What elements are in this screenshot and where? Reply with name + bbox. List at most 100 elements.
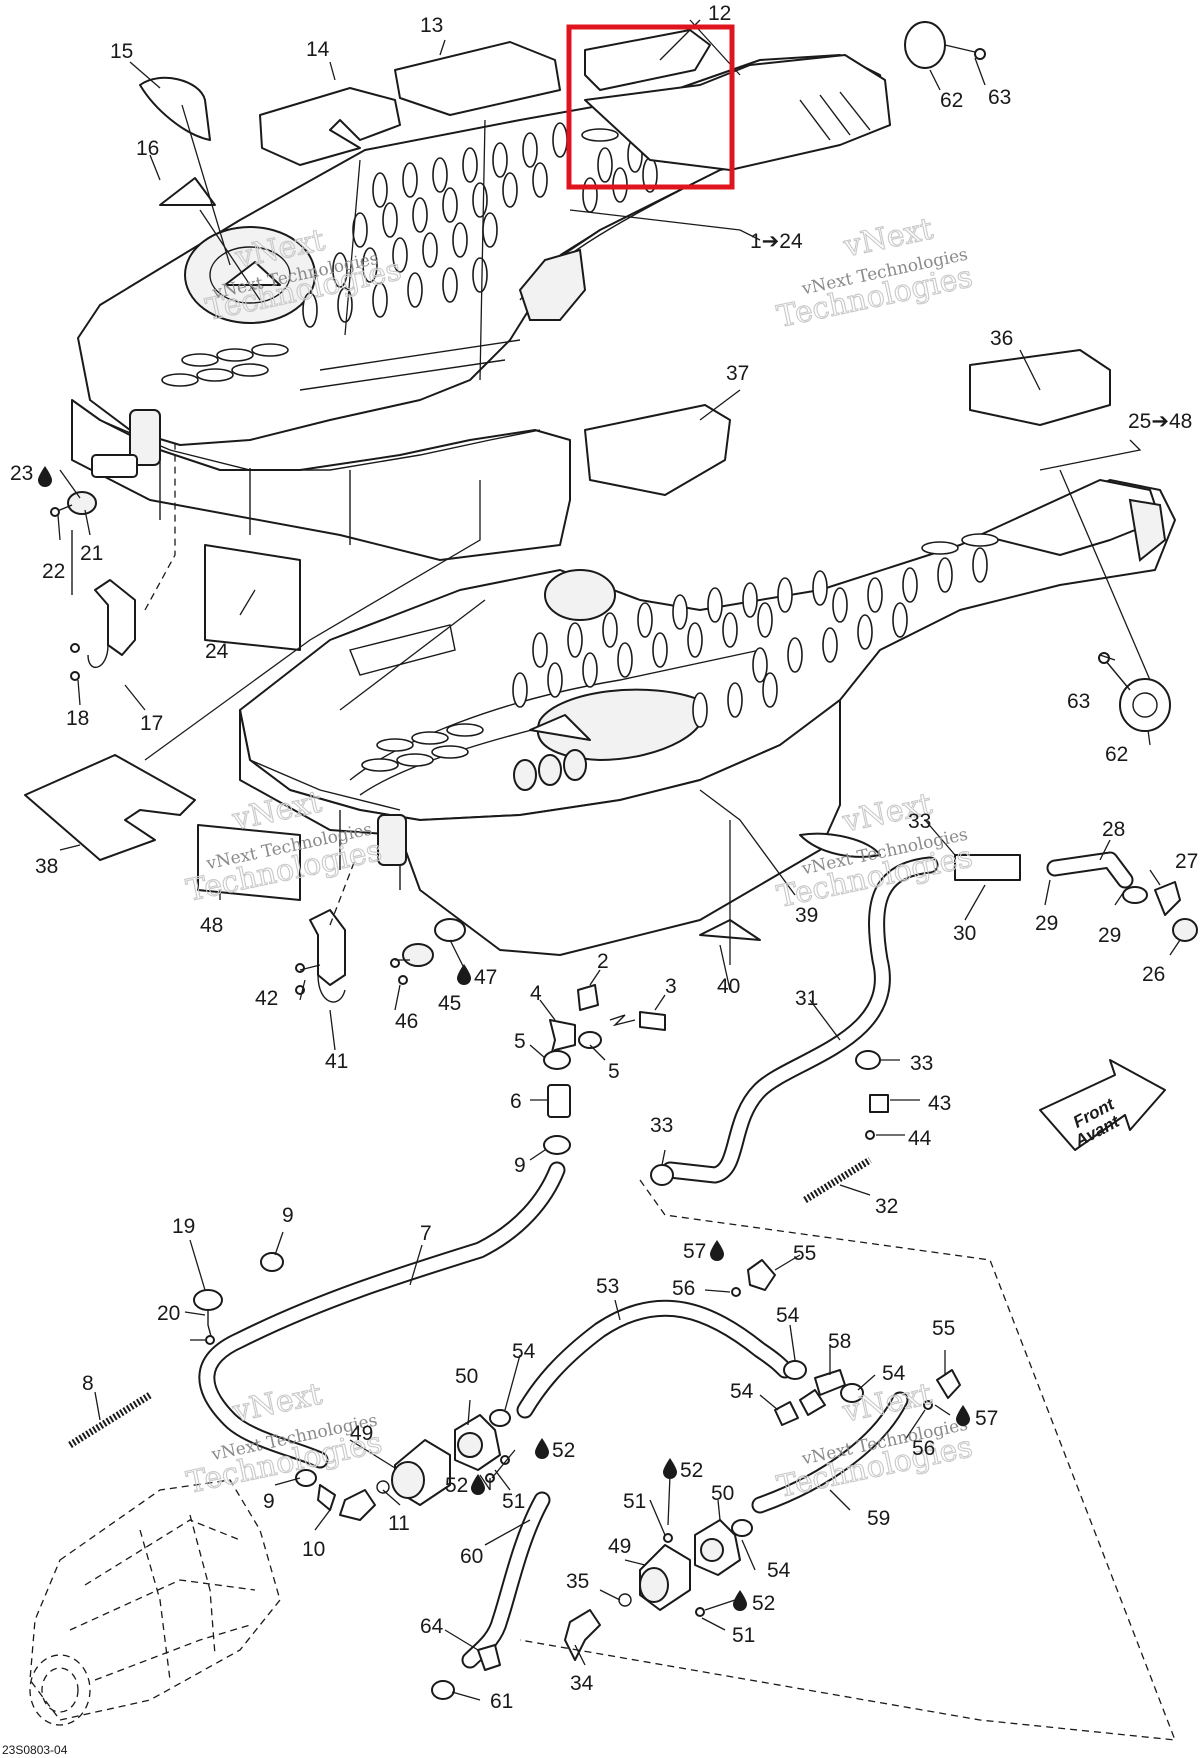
callout-48: 48 (200, 914, 223, 937)
callout-50: 50 (455, 1365, 478, 1388)
callout-35: 35 (566, 1570, 589, 1593)
callout-63-lower: 63 (1067, 690, 1090, 713)
callout-19: 19 (172, 1215, 195, 1238)
callout-45: 45 (438, 992, 461, 1015)
callout-5: 5 (514, 1030, 526, 1053)
callout-33: 33 (908, 810, 931, 833)
front-direction-arrow: Front Avant (1039, 1059, 1166, 1151)
callout-17: 17 (140, 712, 163, 735)
callout-14: 14 (306, 38, 330, 61)
figure-code: 23S0803-04 (2, 1743, 68, 1757)
callout-49-b: 49 (608, 1535, 631, 1558)
callout-9: 9 (514, 1154, 526, 1177)
leader-lines (57, 19, 1181, 1701)
watermark-text: vNext (229, 1377, 325, 1430)
callout-5-b: 5 (608, 1060, 620, 1083)
callout-55-b: 55 (932, 1317, 955, 1340)
callout-59: 59 (867, 1507, 890, 1530)
lubricant-drop-icon (535, 1438, 549, 1459)
callout-36: 36 (990, 327, 1013, 350)
callout-46: 46 (395, 1010, 418, 1033)
hose-group-boundary (519, 1179, 1176, 1741)
lower-decals (24, 349, 1171, 941)
callout-23: 23 (10, 462, 33, 485)
callout-28: 28 (1102, 818, 1125, 841)
callout-61: 61 (490, 1690, 513, 1713)
callout-52-d: 52 (752, 1592, 775, 1615)
callout-50-b: 50 (711, 1482, 734, 1505)
callout-21: 21 (80, 542, 103, 565)
callout-26: 26 (1142, 963, 1165, 986)
callout-53: 53 (596, 1275, 619, 1298)
callout-57-b: 57 (975, 1407, 998, 1430)
callout-54-b: 54 (882, 1362, 906, 1385)
upper-decals (139, 21, 986, 651)
callout-51-c: 51 (732, 1624, 755, 1647)
callout-18: 18 (66, 707, 89, 730)
callout-58: 58 (828, 1330, 851, 1353)
callout-56-b: 56 (912, 1437, 935, 1460)
callout-9-c: 9 (282, 1204, 294, 1227)
callout-7: 7 (420, 1222, 432, 1245)
callout-25-48: 25➔48 (1128, 410, 1192, 433)
callout-8: 8 (82, 1372, 94, 1395)
callout-57: 57 (683, 1240, 706, 1263)
callout-43: 43 (928, 1092, 951, 1115)
callout-54-c: 54 (730, 1380, 754, 1403)
callout-9-d: 9 (263, 1490, 275, 1513)
callout-31: 31 (795, 987, 818, 1010)
callout-11: 11 (388, 1512, 410, 1535)
callout-29: 29 (1035, 912, 1058, 935)
callout-24: 24 (205, 640, 229, 663)
callout-1-24: 1➔24 (750, 230, 803, 253)
lower-left-hardware (295, 859, 434, 1003)
lubricant-drop-icon (457, 964, 471, 985)
callout-15: 15 (110, 40, 133, 63)
callout-33-b: 33 (910, 1052, 933, 1075)
lubricant-drop-icon (663, 1458, 677, 1479)
callout-10: 10 (302, 1538, 325, 1561)
watermark-text: vNext (229, 785, 325, 838)
callout-3: 3 (665, 975, 677, 998)
callout-56: 56 (672, 1277, 695, 1300)
callout-27: 27 (1175, 850, 1198, 873)
callout-20: 20 (157, 1302, 180, 1325)
callout-51: 51 (502, 1490, 525, 1513)
callout-54: 54 (776, 1304, 800, 1327)
hose-system (68, 851, 1198, 1700)
callout-49: 49 (350, 1422, 373, 1445)
callout-40: 40 (717, 975, 740, 998)
callout-38: 38 (35, 855, 58, 878)
callout-16: 16 (136, 137, 159, 160)
callout-52: 52 (552, 1439, 575, 1462)
callout-41: 41 (325, 1050, 348, 1073)
callout-54-e: 54 (767, 1559, 791, 1582)
callout-6: 6 (510, 1090, 522, 1113)
callout-37: 37 (726, 362, 749, 385)
callout-52-b: 52 (445, 1474, 468, 1497)
callout-2: 2 (597, 950, 609, 973)
lubricant-drop-icon (710, 1240, 724, 1261)
callout-63: 63 (988, 86, 1011, 109)
callout-42: 42 (255, 987, 278, 1010)
highlight-box (566, 24, 735, 190)
callout-4: 4 (530, 982, 542, 1005)
callout-34: 34 (570, 1672, 594, 1695)
callout-22: 22 (42, 560, 65, 583)
callout-55: 55 (793, 1242, 816, 1265)
callout-52-c: 52 (680, 1459, 703, 1482)
callouts: 12 13 14 15 16 62 63 1➔24 23 22 21 24 18… (10, 2, 1198, 1713)
callout-13: 13 (420, 14, 443, 37)
callout-39: 39 (795, 904, 818, 927)
callout-60: 60 (460, 1545, 483, 1568)
callout-54-d: 54 (512, 1340, 536, 1363)
lubricant-drop-icon (471, 1474, 485, 1495)
jet-pump-housing (29, 1479, 281, 1726)
callout-62-lower: 62 (1105, 743, 1128, 766)
callout-47: 47 (474, 966, 497, 989)
callout-44: 44 (908, 1127, 932, 1150)
upper-left-hardware (50, 440, 176, 681)
callout-62: 62 (940, 89, 963, 112)
callout-32: 32 (875, 1195, 898, 1218)
